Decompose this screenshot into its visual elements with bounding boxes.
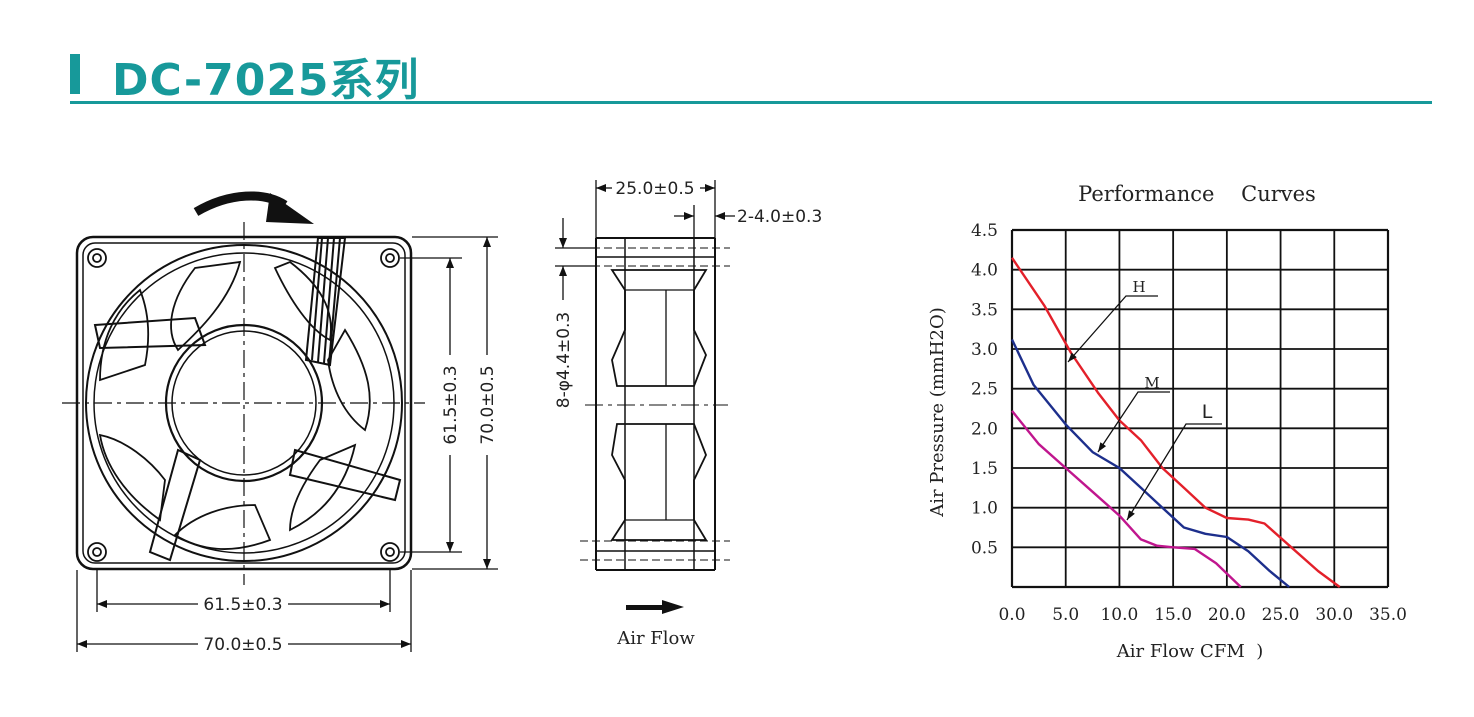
front-height-holes-dim: 61.5±0.3 [441,365,461,444]
y-tick-label: 4.5 [971,221,998,241]
chart-title: Performance Curves [1078,182,1316,206]
airflow-label: Air Flow [616,628,695,649]
page-title: DC-7025系列 [112,55,420,106]
side-view-dimensions [555,180,735,300]
chart-x-axis-label: Air Flow CFM ) [1116,641,1263,662]
x-tick-label: 25.0 [1262,605,1300,625]
front-height-total-dim: 70.0±0.5 [478,365,498,444]
y-tick-label: 0.5 [971,538,998,558]
series-leader-arrow-h [1068,352,1077,362]
x-tick-label: 15.0 [1154,605,1192,625]
airflow-arrow-icon [626,600,684,614]
y-tick-label: 3.0 [971,340,998,360]
y-tick-label: 3.5 [971,300,998,320]
series-line-m [1010,338,1290,588]
side-flange-dim: 2-4.0±0.3 [737,207,822,227]
front-view-dimensions [76,236,498,652]
x-tick-label: 30.0 [1315,605,1353,625]
y-tick-label: 2.0 [971,419,998,439]
series-leader-l [1126,423,1222,521]
series-leader-arrow-m [1098,442,1107,452]
header-divider [70,101,1432,104]
front-width-holes-dim: 61.5±0.3 [203,595,282,615]
y-tick-label: 4.0 [971,261,998,281]
x-tick-label: 5.0 [1052,605,1079,625]
front-view [62,191,425,585]
series-label-m: M [1144,374,1159,392]
x-tick-label: 20.0 [1208,605,1246,625]
series-leader-h [1067,295,1158,363]
series-label-h: H [1132,278,1145,296]
x-tick-label: 35.0 [1369,605,1407,625]
performance-chart: 0.0 5.0 10.0 15.0 20.0 25.0 30.0 35.0 0.5 1.0 1.5 2… [971,221,1407,625]
rotation-arrow-icon [193,191,314,224]
side-holes-dim: 8-φ4.4±0.3 [554,312,574,408]
side-thickness-dim: 25.0±0.5 [615,179,694,199]
chart-y-axis-label: Air Pressure (mmH2O) [927,307,948,518]
series-leader-m [1097,391,1170,453]
mounting-holes [87,248,400,562]
y-tick-label: 2.5 [971,380,998,400]
x-tick-label: 10.0 [1100,605,1138,625]
y-tick-label: 1.0 [971,499,998,519]
header-accent-bar [70,54,80,94]
front-center-lines [62,222,425,585]
series-line-l [1011,410,1242,588]
front-width-total-dim: 70.0±0.5 [203,635,282,655]
x-tick-label: 0.0 [998,605,1025,625]
side-view [580,237,730,571]
series-line-h [1011,257,1341,588]
series-leader-arrow-l [1127,510,1135,520]
series-label-l: L [1202,401,1213,423]
y-tick-label: 1.5 [971,459,998,479]
